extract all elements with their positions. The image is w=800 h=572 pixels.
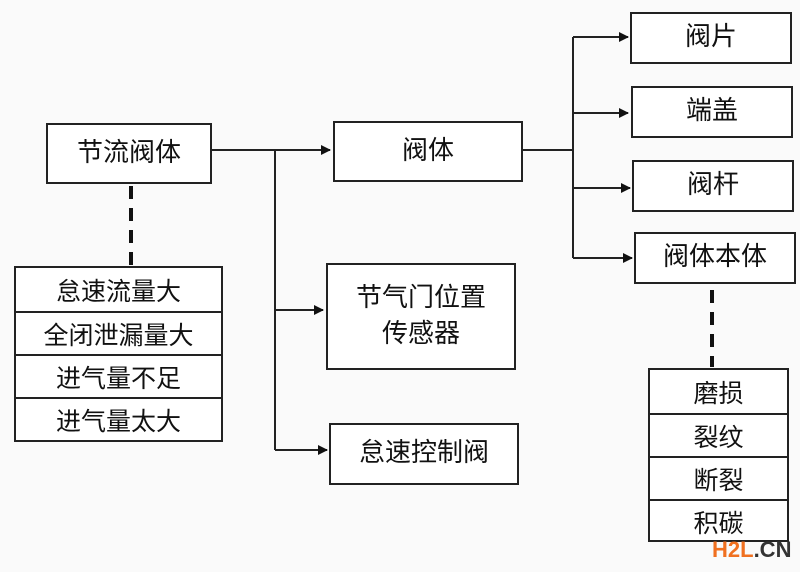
list-item: 进气量不足 (16, 354, 221, 397)
list-item: 裂纹 (650, 413, 787, 456)
list-item: 怠速流量大 (55, 276, 181, 306)
list-item: 进气量太大 (16, 397, 221, 440)
part-node: 阀体本体 (634, 232, 796, 284)
part-label: 阀体本体 (662, 242, 767, 273)
part-label: 阀片 (684, 22, 737, 53)
idle-valve-node: 怠速控制阀 (329, 423, 519, 485)
root-label: 节流阀体 (76, 137, 181, 168)
part-node: 阀片 (630, 12, 792, 64)
watermark-part2: .CN (753, 537, 792, 562)
valve-body-label: 阀体 (401, 135, 454, 166)
watermark-part1: H2L (712, 537, 754, 562)
root-node: 节流阀体 (46, 123, 212, 184)
list-item: 断裂 (650, 456, 787, 499)
part-node: 端盖 (631, 86, 793, 138)
list-item: 积碳 (650, 499, 787, 542)
sensor-node: 节气门位置 传感器 (326, 263, 516, 370)
part-label: 端盖 (685, 96, 738, 127)
part-label: 阀杆 (686, 170, 739, 201)
sensor-label-line2: 传感器 (381, 318, 460, 349)
sensor-label-line1: 节气门位置 (355, 283, 486, 314)
root-faults-list: 怠速流量大 全闭泄漏量大 进气量不足 进气量太大 (14, 266, 223, 442)
valve-body-node: 阀体 (333, 121, 523, 182)
list-item: 磨损 (693, 378, 744, 408)
list-item: 全闭泄漏量大 (16, 311, 221, 354)
idle-valve-label: 怠速控制阀 (358, 438, 489, 469)
body-faults-list: 磨损 裂纹 断裂 积碳 (648, 368, 789, 542)
watermark: H2L.CN (712, 537, 791, 563)
part-node: 阀杆 (632, 160, 794, 212)
